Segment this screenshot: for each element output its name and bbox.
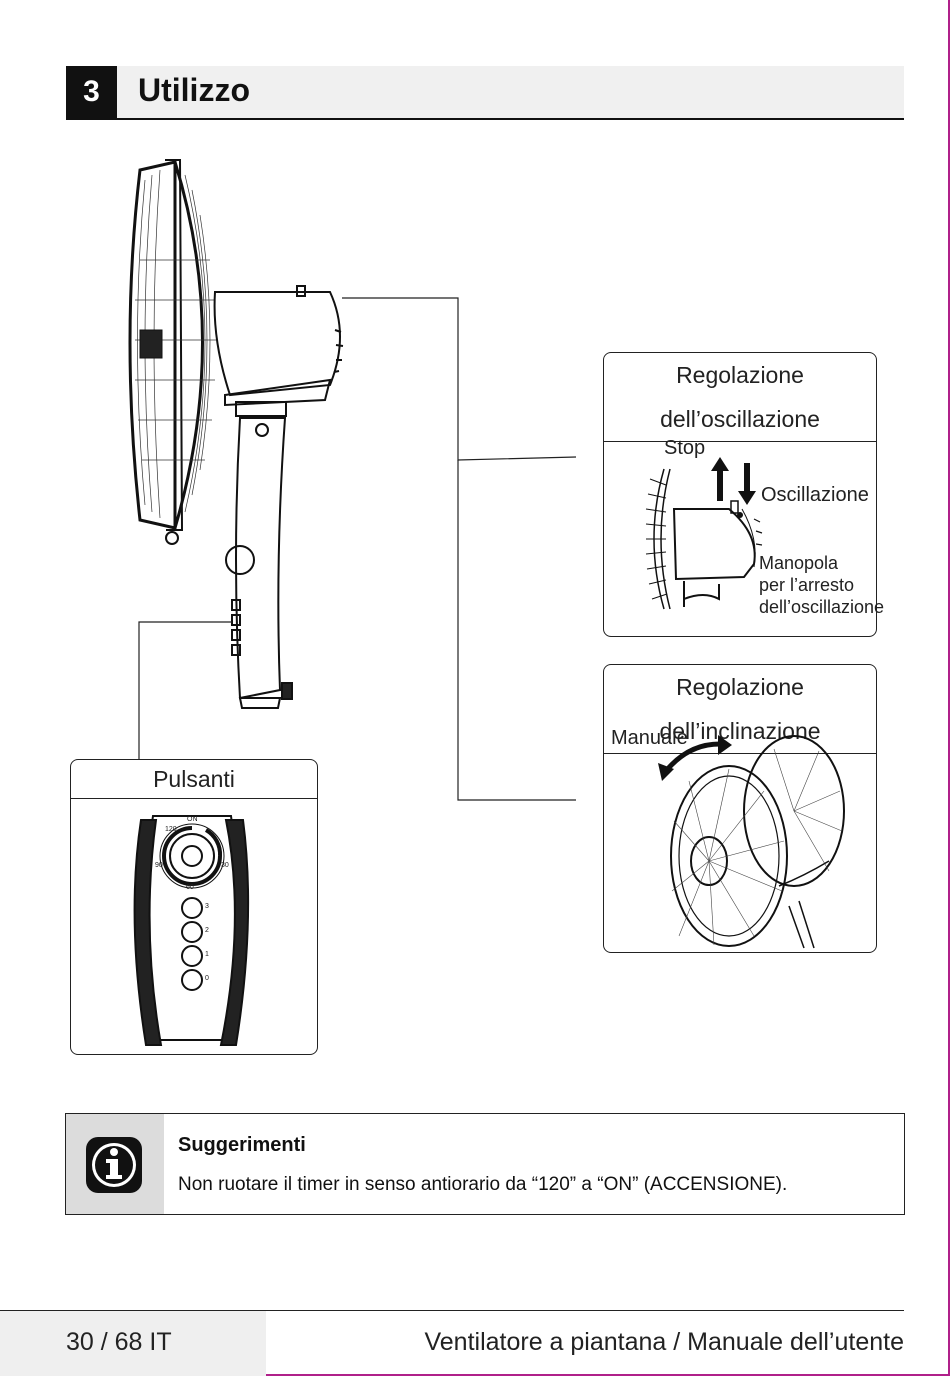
section-number: 3: [66, 66, 117, 118]
speed-1-label: 1: [205, 951, 209, 958]
footer-page-area: [0, 1311, 266, 1376]
oscillation-callout: Regolazione dell’oscillazione Stop Oscil…: [603, 352, 884, 637]
tilt-callout-title: Regolazione dell’inclinazione: [604, 665, 876, 754]
stop-arrow-up-icon: [711, 457, 729, 501]
page-bottom-accent: [266, 1374, 950, 1376]
tips-title: Suggerimenti: [178, 1134, 306, 1156]
footer-rule: [0, 1310, 904, 1311]
tips-icon-area: [66, 1114, 164, 1214]
timer-120-label: 120: [165, 826, 177, 833]
speed-2-label: 2: [205, 927, 209, 934]
oscillation-knob-illustration: [645, 457, 763, 610]
stop-label: Stop: [664, 437, 706, 459]
tilt-arrow-icon: [658, 735, 732, 781]
knob-label-line3: dell’oscillazione: [759, 597, 885, 617]
tilt-callout: Regolazione dell’inclinazione Manuale: [603, 664, 877, 953]
page-number: 30 / 68 IT: [66, 1328, 172, 1356]
buttons-callout-title: Pulsanti: [71, 760, 317, 799]
section-title: Utilizzo: [138, 72, 250, 108]
knob-label-line2: per l’arresto: [759, 575, 855, 595]
tips-box: Suggerimenti Non ruotare il timer in sen…: [65, 1113, 905, 1215]
tips-text: Non ruotare il timer in senso antiorario…: [178, 1174, 788, 1195]
stand-body: [225, 417, 293, 709]
timer-30-label: 30: [221, 862, 229, 869]
fan-side-view-illustration: [128, 159, 577, 801]
timer-on-label: ON: [187, 816, 198, 823]
tilt-fan-illustration: [658, 735, 845, 949]
page-edge-accent: [948, 0, 950, 1376]
timer-90-label: 90: [155, 862, 163, 869]
control-panel-illustration: [133, 815, 250, 1046]
speed-3-label: 3: [205, 903, 209, 910]
oscillation-arrow-down-icon: [738, 463, 756, 505]
oscillation-label: Oscillazione: [761, 484, 869, 506]
timer-60-label: 60: [186, 884, 194, 891]
motor-housing: [213, 285, 344, 417]
leader-lines: [138, 297, 577, 801]
knob-label-line1: Manopola: [759, 553, 839, 573]
oscillation-callout-title: Regolazione dell’oscillazione: [604, 353, 876, 442]
document-title: Ventilatore a piantana / Manuale dell’ut…: [424, 1328, 904, 1356]
manual-label: Manuale: [611, 727, 688, 749]
section-header: 3 Utilizzo: [66, 66, 904, 120]
speed-0-label: 0: [205, 975, 209, 982]
info-icon: [86, 1137, 142, 1193]
fan-guard: [128, 159, 218, 545]
buttons-callout: Pulsanti ON 120 90 60 30 3 2 1 0: [70, 759, 318, 1055]
